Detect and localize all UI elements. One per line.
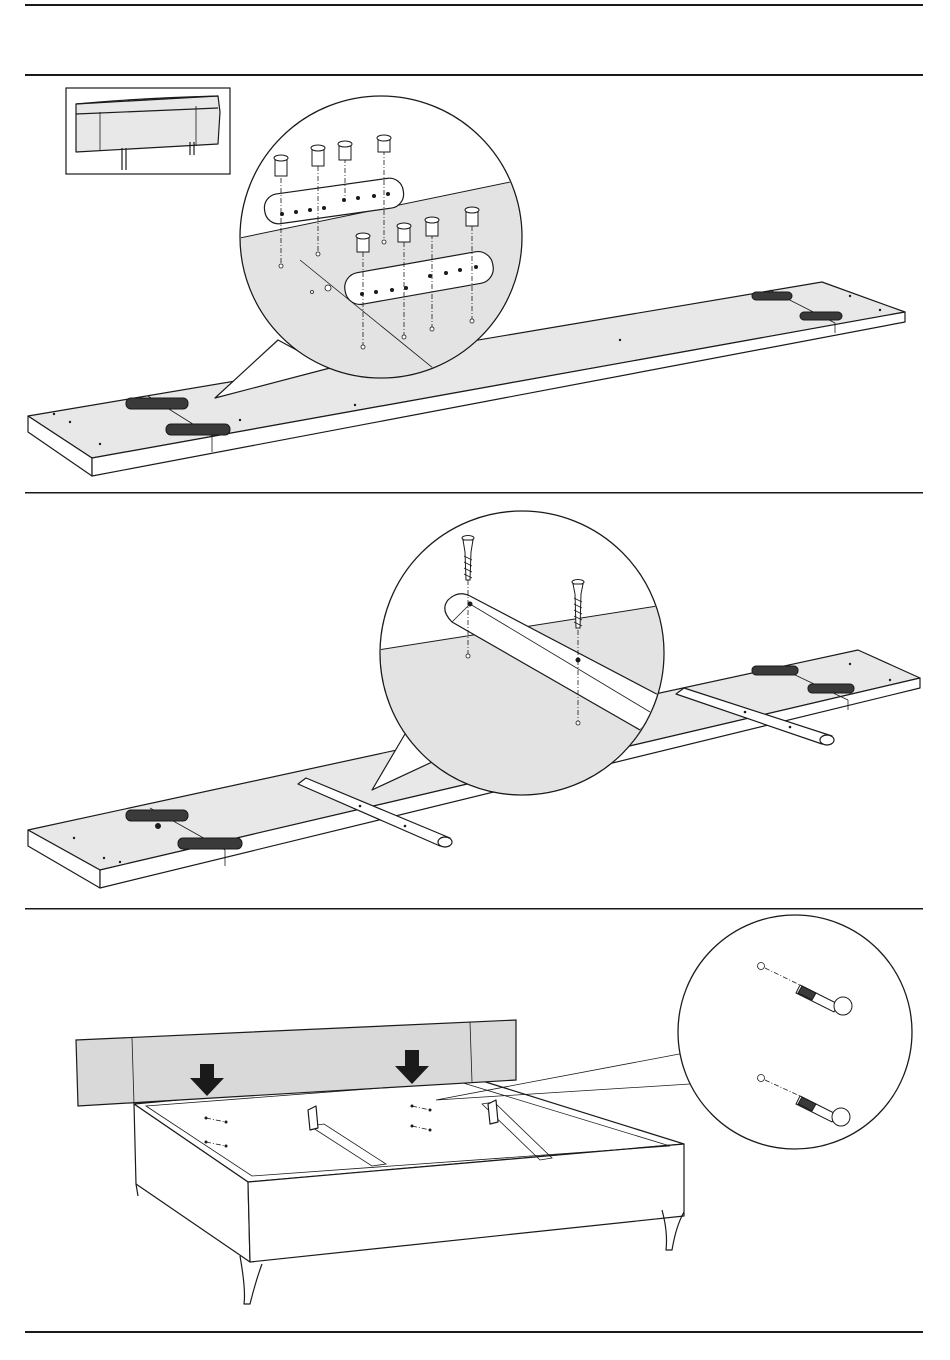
divider-2 [25, 492, 923, 494]
callout-magnifier-3 [678, 915, 912, 1149]
bottom-border [25, 1331, 923, 1333]
step-2-illustration [28, 511, 920, 888]
divider-1 [25, 74, 923, 76]
top-border [25, 4, 923, 6]
divider-3 [25, 908, 923, 910]
headboard-thumbnail [66, 88, 230, 174]
step-3-illustration [76, 915, 912, 1304]
step-1-illustration [28, 88, 905, 476]
bed-frame [134, 1074, 684, 1304]
